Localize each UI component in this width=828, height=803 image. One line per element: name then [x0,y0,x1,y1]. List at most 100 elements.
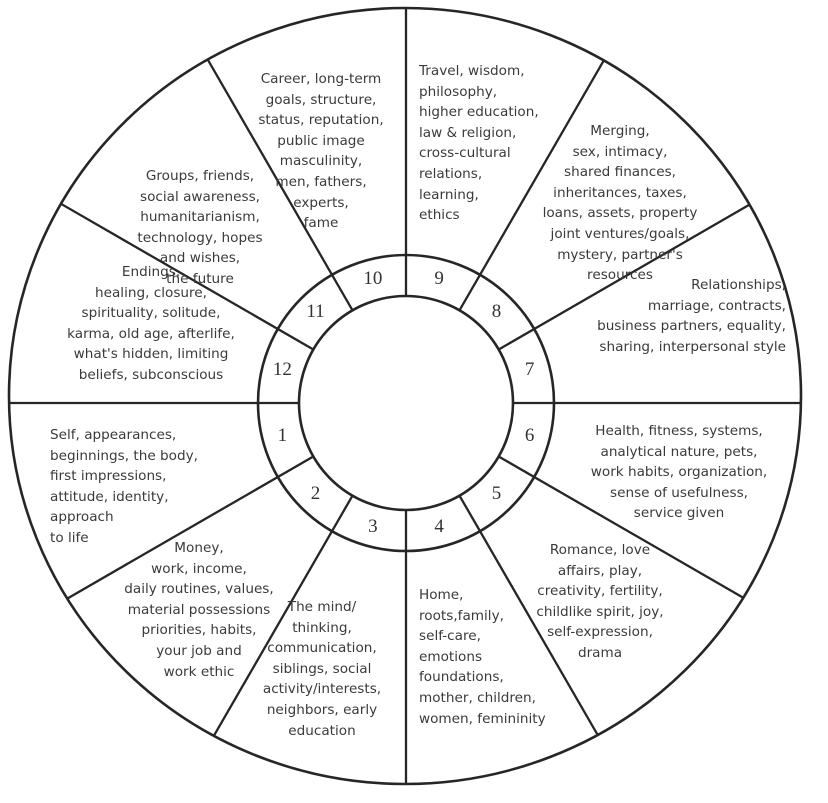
description-line: thinking, [292,619,352,636]
house-11-description: Groups, friends, social awareness, humanit… [100,166,300,290]
description-line: first impressions, [50,468,167,485]
description-line: beliefs, subconscious [78,366,224,383]
description-line: joint ventures/goals, [550,225,690,242]
description-line: self-expression, [547,624,653,641]
description-line: higher education, [419,104,539,121]
house-divider [458,495,599,736]
description-line: fame [303,215,339,232]
description-line: Career, long-term [260,71,382,87]
house-divider [212,495,354,737]
description-line: resources [587,267,653,284]
description-line: status, reputation, [258,112,384,129]
inner-circle [297,294,515,512]
outer-circle [7,6,803,786]
house-divider [66,455,314,600]
description-line: sense of usefulness, [610,484,748,501]
description-line: relations, [419,165,483,182]
house-9-description: Travel, wisdom, philosophy, higher educati… [419,61,589,226]
house-number-9: 9 [434,268,444,290]
description-line: to life [50,529,89,546]
description-line: Endings, [121,264,181,280]
description-line: cross-cultural [419,145,511,162]
house-1-description: Self, appearances,beginnings, the body,f… [50,425,270,549]
description-line: goals, structure, [265,91,377,108]
description-line: healing, closure, [95,284,207,301]
house-number-5: 5 [491,482,502,504]
description-line: service given [633,505,725,522]
description-line: drama [577,644,623,661]
description-line: attitude, identity, [50,488,169,505]
description-line: philosophy, [419,83,498,100]
description-line: experts, [293,194,349,211]
description-line: priorities, habits, [141,622,257,639]
description-line: Relationships, [691,277,786,293]
description-line: work, income, [151,560,247,577]
description-line: business partners, equality, [597,318,786,335]
house-number-10: 10 [363,268,383,290]
house-6-description: Health, fitness, systems, analytical natu… [556,421,802,524]
house-number-6: 6 [524,425,535,447]
description-line: masculinity, [279,153,363,170]
description-line: sex, intimacy, [572,143,668,160]
house-number-4: 4 [434,515,444,537]
description-line: analytical nature, pets, [600,443,758,460]
description-line: creativity, fertility, [537,583,663,600]
description-line: public image [277,132,365,149]
house-number-8: 8 [491,301,502,323]
house-8-description: Merging,sex, intimacy,shared finances,in… [500,121,740,286]
description-line: neighbors, early [266,701,378,718]
description-line: material possessions [127,601,271,618]
description-line: ethics [419,207,460,224]
description-line: work ethic [163,663,235,680]
house-divider [498,203,751,351]
house-10-description: Career, long-term goals, structure, status… [236,69,406,234]
description-line: foundations, [419,669,504,686]
house-divider [60,202,314,351]
house-number-12: 12 [272,358,292,380]
description-line: daily routines, values, [124,581,274,598]
description-line: The mind/ [287,599,357,615]
house-12-description: Endings,healing, closure,spirituality, s… [36,262,266,386]
description-line: loans, assets, property [542,205,698,222]
description-line: affairs, play, [557,562,643,579]
house-divider [498,455,744,599]
description-line: Money, [174,540,224,556]
description-line: communication, [267,640,377,657]
description-line: karma, old age, afterlife, [67,325,235,342]
description-line: the future [166,270,234,287]
house-number-1: 1 [277,425,288,447]
description-line: Health, fitness, systems, [595,423,763,439]
description-line: men, fathers, [275,173,367,190]
description-line: humanitarianism, [140,209,260,226]
description-line: self-care, [419,628,481,645]
house-divider [206,58,354,311]
house-number-7: 7 [524,358,535,380]
description-line: inheritances, taxes, [553,184,687,201]
description-line: work habits, organization, [590,464,768,481]
description-line: mystery, partner's [557,246,683,263]
description-line: law & religion, [419,124,517,141]
house-number-2: 2 [310,482,321,504]
description-line: sharing, interpersonal style [599,338,786,355]
description-line: shared finances, [564,164,676,181]
description-line: mother, children, [419,689,536,706]
description-line: approach [50,509,114,526]
description-line: marriage, contracts, [647,297,786,314]
description-line: Groups, friends, [145,168,255,184]
description-line: social awareness, [140,188,260,205]
description-line: childlike spirit, joy, [536,603,664,620]
description-line: and wishes, [159,250,241,267]
description-line: Travel, wisdom, [419,63,525,79]
house-3-description: The mind/thinking,communication,siblings… [230,597,414,741]
description-line: Home, [419,587,464,603]
description-line: activity/interests, [262,681,382,698]
description-line: Self, appearances, [50,427,177,443]
house-number-3: 3 [368,515,378,537]
number-ring-outer [256,253,556,553]
description-line: roots,family, [419,607,504,624]
house-2-description: Money, work, income, daily routines, value… [88,538,310,682]
